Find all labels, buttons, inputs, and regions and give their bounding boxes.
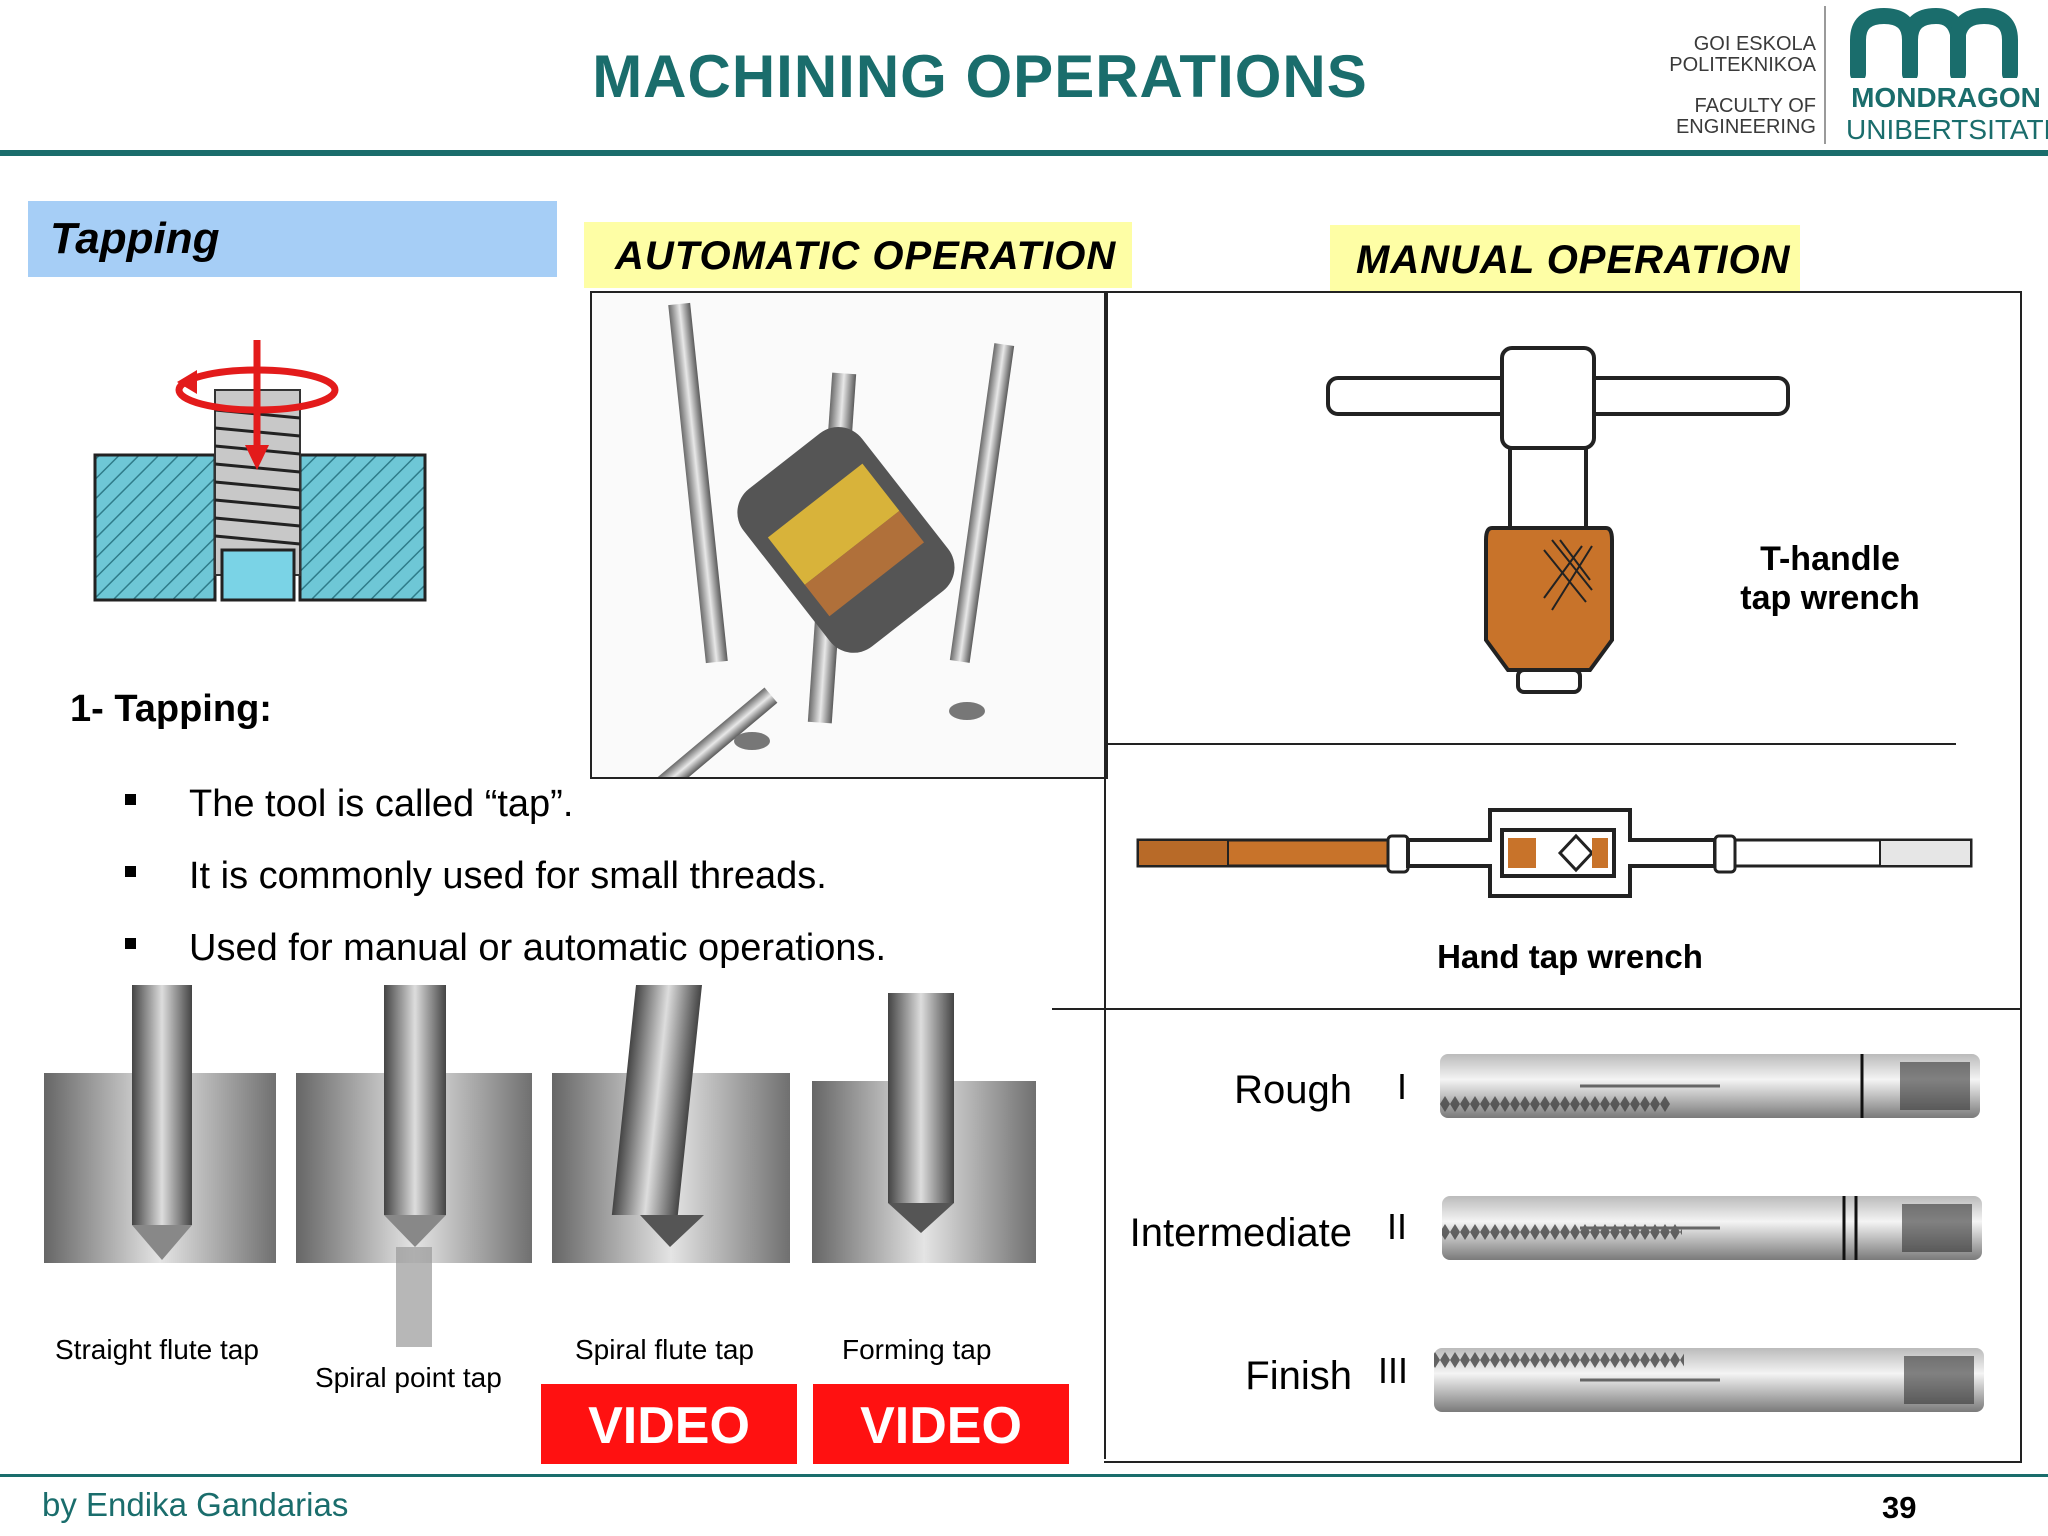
manual-label-box bbox=[1330, 225, 1800, 291]
caption-spiral-flute-tap: Spiral flute tap bbox=[575, 1334, 754, 1365]
grade-mark-intermediate: II bbox=[1387, 1206, 1408, 1247]
automatic-operation-label: AUTOMATIC OPERATION bbox=[615, 234, 1117, 278]
taps-photo-icon bbox=[626, 302, 1015, 819]
mondragon-logo-icon bbox=[1850, 8, 2018, 78]
logo-line: GOI ESKOLA bbox=[1693, 33, 1816, 55]
spiral-point-tap-icon bbox=[296, 985, 532, 1347]
t-handle-label: T-handle tap wrench bbox=[1700, 540, 1960, 618]
caption-forming-tap: Forming tap bbox=[842, 1334, 992, 1365]
panel-left-border bbox=[1104, 291, 1106, 1459]
grade-label-intermediate: Intermediate bbox=[1129, 1211, 1352, 1255]
hand-tap-wrench-icon bbox=[1136, 808, 1973, 898]
bullet-icon bbox=[125, 938, 136, 950]
grade-mark-finish: III bbox=[1378, 1350, 1409, 1391]
straight-flute-tap-icon bbox=[44, 985, 276, 1263]
panel-divider bbox=[1104, 743, 1956, 745]
bullet-item: Used for manual or automatic operations. bbox=[125, 927, 886, 970]
hand-tap-wrench-label: Hand tap wrench bbox=[1437, 938, 1703, 975]
footer-author: by Endika Gandarias bbox=[42, 1486, 349, 1523]
bullet-text: The tool is called “tap”. bbox=[189, 783, 574, 825]
panel-divider bbox=[1052, 1008, 2022, 1010]
t-handle-label-line: tap wrench bbox=[1740, 579, 1920, 617]
video-button-spiral-flute[interactable]: VIDEO bbox=[541, 1384, 797, 1464]
logo-name-line: MONDRAGON bbox=[1851, 82, 2041, 113]
bullet-item: The tool is called “tap”. bbox=[125, 783, 573, 826]
bullet-icon bbox=[125, 866, 136, 878]
manual-operation-panel bbox=[1104, 291, 2022, 1463]
tap-rough-icon bbox=[1440, 1054, 1980, 1118]
caption-straight-flute-tap: Straight flute tap bbox=[55, 1334, 259, 1365]
tap-intermediate-icon bbox=[1442, 1196, 1982, 1260]
university-name: MONDRAGON UNIBERTSITATEA bbox=[1846, 82, 2048, 146]
tap-finish-icon bbox=[1434, 1348, 1984, 1412]
bullet-text: Used for manual or automatic operations. bbox=[189, 927, 887, 969]
automatic-label-box bbox=[584, 222, 1132, 288]
forming-tap-icon bbox=[812, 993, 1036, 1263]
spiral-flute-tap-icon bbox=[552, 985, 790, 1263]
automatic-taps-image bbox=[590, 291, 1108, 819]
page-number: 39 bbox=[1882, 1490, 1917, 1525]
logo-line: FACULTY OF bbox=[1694, 95, 1816, 117]
bullet-icon bbox=[125, 794, 136, 806]
tapping-diagram bbox=[93, 340, 427, 602]
logo-line: POLITEKNIKOA bbox=[1669, 54, 1816, 76]
header-divider bbox=[0, 150, 2048, 156]
video-button-forming[interactable]: VIDEO bbox=[813, 1384, 1069, 1464]
content-heading: 1- Tapping: bbox=[70, 688, 272, 730]
logo-name-line: UNIBERTSITATEA bbox=[1846, 114, 2048, 145]
manual-operation-label: MANUAL OPERATION bbox=[1356, 238, 1791, 282]
faculty-logo-text: GOI ESKOLA POLITEKNIKOA FACULTY OF ENGIN… bbox=[1669, 34, 1816, 138]
grade-label-finish: Finish bbox=[1245, 1354, 1352, 1398]
tap-set-icon bbox=[1434, 1054, 1984, 1412]
section-tab bbox=[28, 201, 557, 277]
tap-types-image bbox=[44, 985, 1036, 1347]
bullet-text: It is commonly used for small threads. bbox=[189, 855, 827, 897]
grade-label-rough: Rough bbox=[1234, 1068, 1352, 1112]
t-handle-label-line: T-handle bbox=[1760, 540, 1900, 578]
page-title: MACHINING OPERATIONS bbox=[592, 43, 1368, 110]
section-tab-label: Tapping bbox=[50, 214, 220, 263]
grade-mark-rough: I bbox=[1397, 1066, 1408, 1107]
bullet-item: It is commonly used for small threads. bbox=[125, 855, 827, 898]
footer-divider bbox=[0, 1474, 2048, 1477]
logo-divider bbox=[1824, 6, 1826, 144]
t-handle-wrench-icon bbox=[1326, 346, 1790, 694]
logo-line: ENGINEERING bbox=[1675, 116, 1816, 138]
caption-spiral-point-tap: Spiral point tap bbox=[315, 1362, 502, 1393]
